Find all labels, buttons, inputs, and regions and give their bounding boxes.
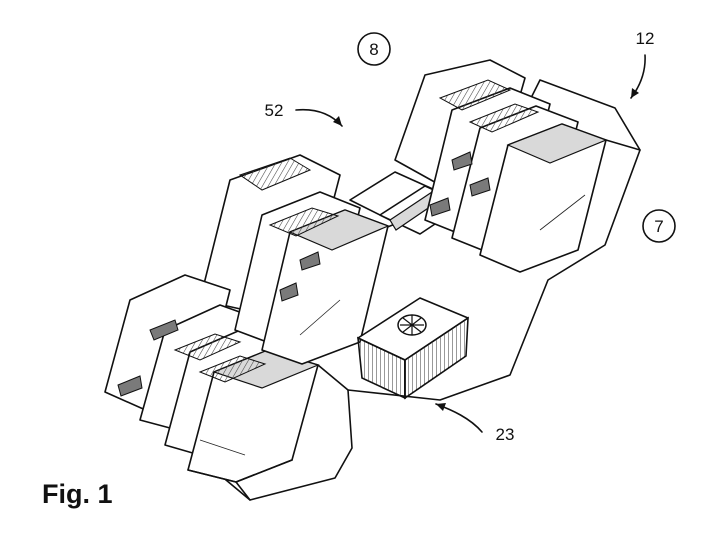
figure-caption: Fig. 1 xyxy=(42,479,113,509)
fan-icon xyxy=(398,315,426,335)
label-52: 52 xyxy=(265,101,284,120)
wall-assembly xyxy=(105,60,640,500)
arrow-12-head xyxy=(631,88,639,98)
arrow-23-head xyxy=(436,403,446,411)
label-23: 23 xyxy=(496,425,515,444)
label-12: 12 xyxy=(636,29,655,48)
arrow-52-head xyxy=(333,116,342,126)
label-8: 8 xyxy=(369,40,378,59)
arrow-52 xyxy=(296,110,342,126)
label-7: 7 xyxy=(654,217,663,236)
